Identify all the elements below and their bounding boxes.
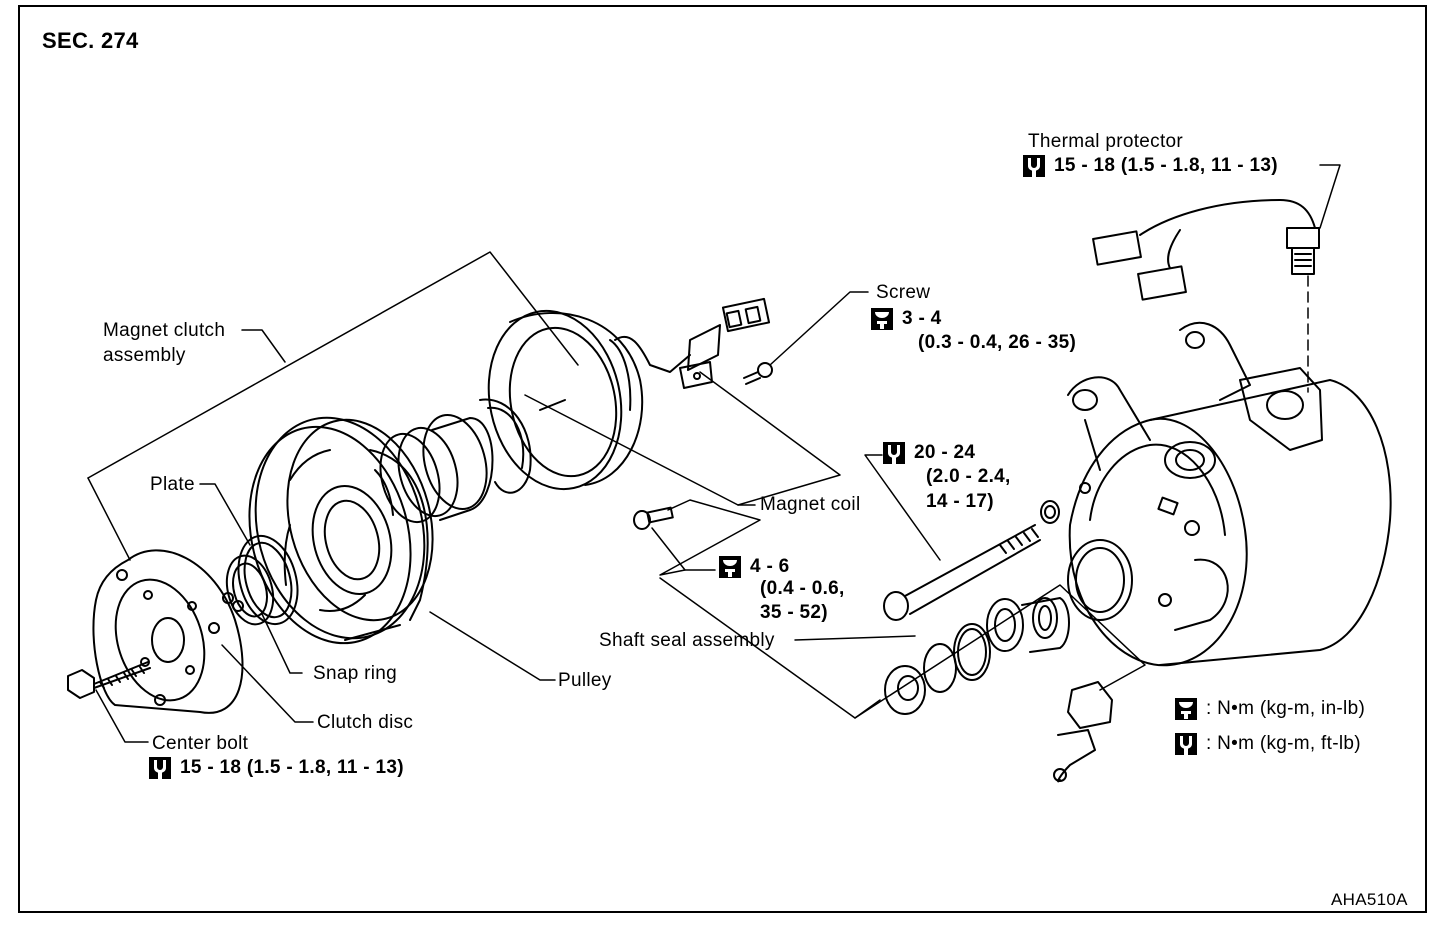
shaft-seal-label: Shaft seal assembly (599, 630, 775, 651)
coil-screw-torque: 4 - 6 (718, 555, 790, 579)
torque-wrench-outline-icon (883, 442, 905, 464)
clutch-disc-label: Clutch disc (317, 712, 414, 733)
center-bolt-label: Center bolt (152, 733, 249, 754)
magnet-clutch-label-2: assembly (103, 345, 186, 366)
torque-wrench-outline-icon (1175, 733, 1197, 755)
torque-wrench-outline-icon (1023, 155, 1045, 177)
small-screw-part (633, 506, 674, 530)
plate-label: Plate (150, 474, 195, 495)
center-bolt-torque: 15 - 18 (1.5 - 1.8, 11 - 13) (148, 756, 404, 780)
center-bolt-part (67, 661, 151, 699)
pulley-label: Pulley (558, 670, 612, 691)
diagram-frame (18, 5, 1427, 913)
section-number: SEC. 274 (42, 28, 139, 53)
thermal-protector-torque: 15 - 18 (1.5 - 1.8, 11 - 13) (1022, 154, 1278, 178)
screw-label: Screw (876, 282, 931, 303)
clutch-disc-part (92, 549, 244, 714)
bolt-torque: 20 - 24 (882, 441, 975, 465)
torque-wrench-filled-icon (719, 556, 741, 578)
coil-screw-part (743, 362, 773, 385)
bracket-clip-parts (1053, 681, 1113, 783)
bolt-torque-detail-2: 14 - 17) (926, 491, 994, 512)
shaft-seal-parts (884, 597, 1070, 715)
legend-item-in-lb: : N•m (kg-m, in-lb) (1174, 697, 1365, 721)
legend-item-ft-lb: : N•m (kg-m, ft-lb) (1174, 732, 1361, 756)
screw-torque-detail: (0.3 - 0.4, 26 - 35) (918, 332, 1077, 353)
leader-lines (87, 164, 1341, 743)
coil-screw-torque-detail: (0.4 - 0.6, (760, 578, 845, 599)
thermal-protector-part (1092, 199, 1320, 301)
compressor-body-part (1067, 321, 1392, 667)
screw-torque: 3 - 4 (870, 307, 942, 331)
thermal-protector-label: Thermal protector (1028, 131, 1184, 152)
through-bolt-part (883, 500, 1060, 621)
bearing-hub-part (379, 413, 494, 524)
magnet-coil-part (487, 309, 691, 491)
magnet-coil-label: Magnet coil (760, 494, 861, 515)
snap-ring-label: Snap ring (313, 663, 398, 684)
torque-wrench-filled-icon (871, 308, 893, 330)
torque-wrench-outline-icon (149, 757, 171, 779)
pulley-part (248, 416, 434, 645)
coil-connector-part (679, 297, 771, 389)
magnet-clutch-label: Magnet clutch (103, 320, 226, 341)
bolt-torque-detail: (2.0 - 2.4, (926, 466, 1011, 487)
torque-wrench-filled-icon (1175, 698, 1197, 720)
coil-screw-torque-detail-2: 35 - 52) (760, 602, 828, 623)
coil-snap-ring-part (479, 398, 532, 494)
figure-id: AHA510A (1331, 890, 1408, 909)
